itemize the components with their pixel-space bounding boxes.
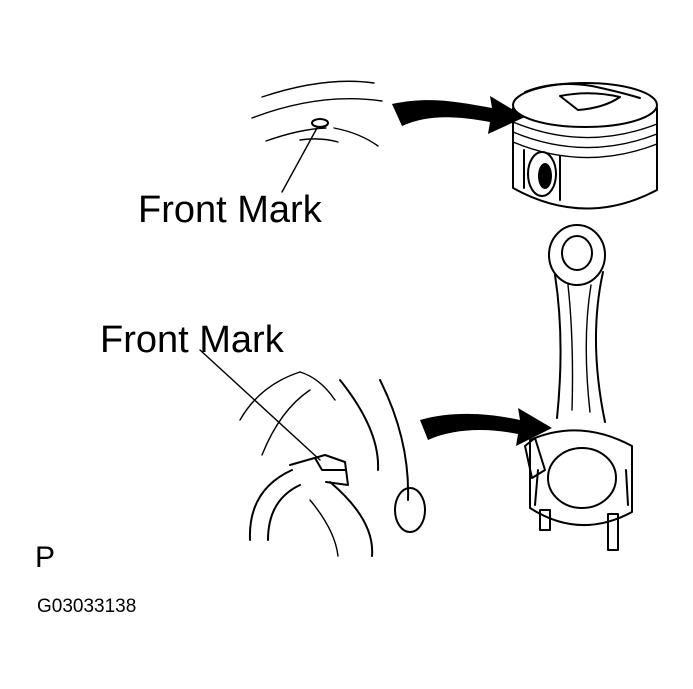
arrow-to-piston-icon (392, 96, 525, 134)
piston (512, 82, 658, 210)
front-mark-label-bottom: Front Mark (100, 319, 285, 361)
figure-code: G03033138 (37, 596, 136, 617)
rod-cap-detail (199, 349, 426, 557)
leader-line-top (281, 127, 318, 193)
connecting-rod (524, 224, 633, 551)
leader-line-bottom (199, 349, 321, 461)
front-mark-label-top: Front Mark (138, 189, 323, 231)
arrow-to-rod-icon (420, 408, 552, 446)
piston-top-detail (251, 80, 383, 193)
view-letter: P (35, 541, 55, 574)
front-mark-dimple-top (311, 118, 329, 128)
